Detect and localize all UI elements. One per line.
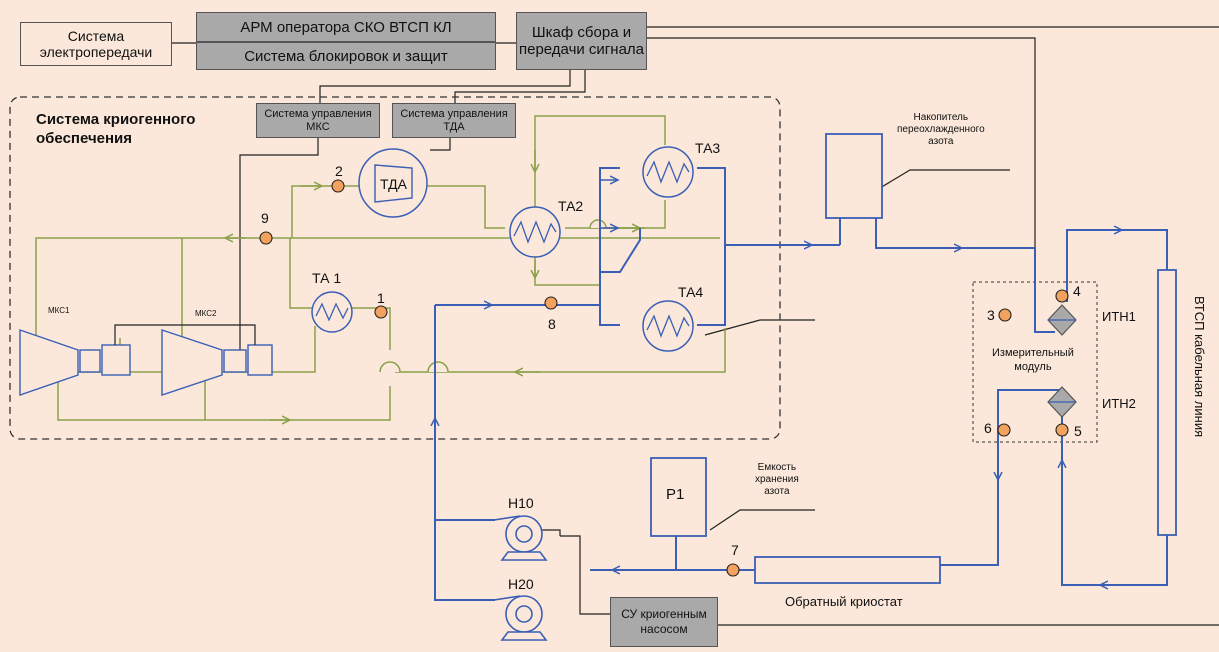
cryo-system-title: Система криогенного обеспечения	[36, 111, 196, 147]
arm-operator-box: АРМ оператора СКО ВТСП КЛ	[196, 12, 496, 42]
mks-control-label: Система управления МКС	[264, 107, 372, 133]
mks2-label: МКС2	[195, 309, 217, 318]
itn1-label: ИТН1	[1102, 309, 1136, 324]
compressors	[19, 329, 273, 396]
return-cryostat-label: Обратный криостат	[785, 594, 903, 609]
signal-cabinet-label: Шкаф сбора и передачи сигнала	[518, 24, 645, 58]
signal-lines	[172, 26, 1219, 626]
h10-label: Н10	[508, 495, 534, 511]
tda-control-box: Система управления ТДА	[392, 103, 516, 138]
point-3-label: 3	[987, 307, 995, 323]
pump-control-label: СУ криогенным насосом	[621, 607, 707, 636]
ta3-label: ТА3	[695, 140, 721, 156]
power-system-box: Система электропередачи	[20, 22, 172, 66]
pump-control-box: СУ криогенным насосом	[610, 597, 718, 647]
point-4-label: 4	[1073, 283, 1081, 299]
nitrogen-accumulator	[825, 133, 883, 219]
point-8-label: 8	[548, 316, 556, 332]
itn2-label: ИТН2	[1102, 396, 1136, 411]
arm-operator-label: АРМ оператора СКО ВТСП КЛ	[240, 18, 452, 36]
measurement-points	[259, 179, 1069, 577]
protection-system-label: Система блокировок и защит	[244, 47, 448, 65]
point-7-label: 7	[731, 542, 739, 558]
return-cryostat	[754, 556, 941, 584]
ta4-label: ТА4	[678, 284, 704, 300]
accumulator-label: Накопитель переохлажденного азота	[897, 112, 985, 147]
tda-label: ТДА	[380, 176, 407, 192]
point-9-label: 9	[261, 210, 269, 226]
hts-cable-line	[1157, 269, 1177, 536]
pumps	[493, 515, 548, 641]
point-6-label: 6	[984, 420, 992, 436]
point-1-label: 1	[377, 290, 385, 306]
power-system-label: Система электропередачи	[39, 28, 153, 60]
cryo-system-boundary	[9, 96, 781, 440]
ta2-label: ТА2	[558, 198, 584, 214]
mks-control-box: Система управления МКС	[256, 103, 380, 138]
mks1-label: МКС1	[48, 306, 70, 315]
hts-cable-line-label: ВТСП кабельная линия	[1192, 296, 1207, 438]
measuring-module-label: Измерительный модуль	[992, 347, 1074, 373]
signal-cabinet-box: Шкаф сбора и передачи сигнала	[516, 12, 647, 70]
point-5-label: 5	[1074, 423, 1082, 439]
ta1-label: ТА 1	[312, 270, 342, 286]
point-2-label: 2	[335, 163, 343, 179]
tda-control-label: Система управления ТДА	[400, 107, 508, 133]
protection-system-box: Система блокировок и защит	[196, 42, 496, 70]
nitrogen-storage-tank	[650, 457, 707, 537]
p1-tank-label: Р1	[666, 486, 685, 503]
h20-label: Н20	[508, 576, 534, 592]
storage-tank-label: Емкость хранения азота	[755, 462, 799, 497]
